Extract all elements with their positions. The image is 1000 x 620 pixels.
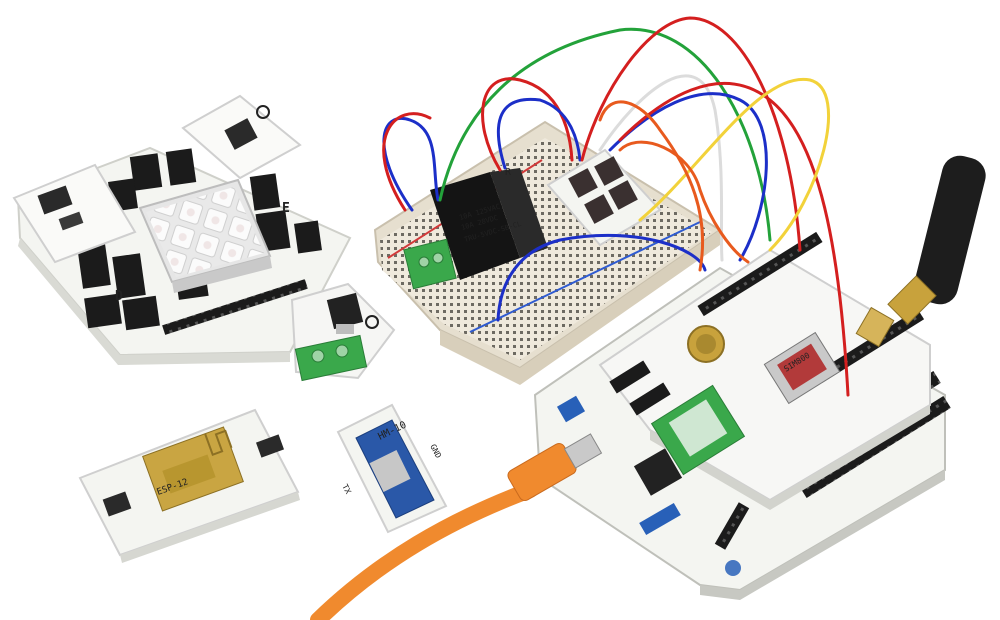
- usb-cable: [310, 433, 603, 620]
- pin-gnd-label: GND: [428, 443, 443, 460]
- relay-component: 10A 125VAC 10A 28VDC TRU-5VDC-SB-CL R: [430, 167, 548, 280]
- wifi-module: ESP-12: [78, 408, 300, 563]
- power-rail-blue: [469, 221, 701, 333]
- antenna: [855, 155, 986, 348]
- temperature-sensor-module: [12, 163, 137, 264]
- terminal-block: [403, 238, 457, 290]
- jumper-wires: [382, 16, 850, 397]
- label-r: R: [505, 167, 512, 178]
- bluetooth-module: HM-10 TX GND: [336, 403, 448, 534]
- button-module: [546, 148, 662, 247]
- pin-tx-label: TX: [340, 483, 353, 496]
- power-switch-module: [290, 282, 396, 382]
- label-d: D: [115, 289, 123, 304]
- sim-card-slot: [650, 384, 746, 476]
- label-e: E: [282, 201, 290, 216]
- led-matrix-module: [138, 178, 272, 293]
- light-sensor-module: [181, 94, 302, 180]
- sim-module: SIM800: [763, 331, 841, 405]
